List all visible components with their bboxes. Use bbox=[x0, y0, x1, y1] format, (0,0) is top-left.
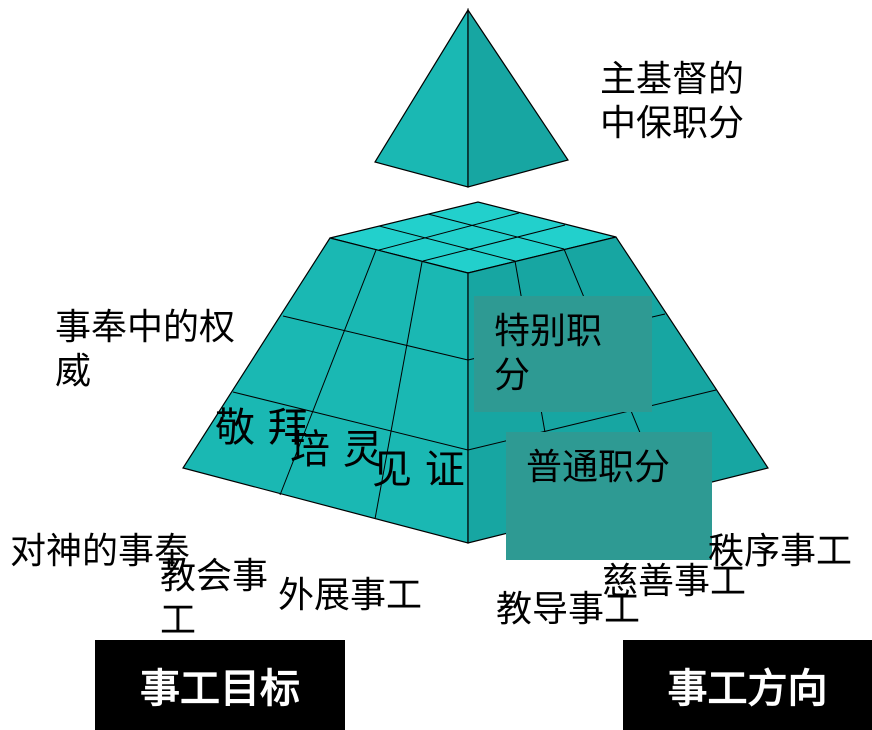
authority-label: 事奉中的权威 bbox=[55, 307, 236, 392]
direction-banner: 事工方向 bbox=[623, 640, 872, 730]
serve-god-label: 对神的事奉 bbox=[10, 531, 191, 572]
church-work-label: 教会事工 bbox=[160, 556, 269, 641]
worship-label: 敬 拜 bbox=[215, 405, 308, 451]
order-label: 秩序事工 bbox=[708, 531, 853, 572]
charity-label: 慈善事工 bbox=[602, 561, 747, 602]
apex-label: 主基督的中保职分 bbox=[600, 59, 745, 144]
apex-pyramid bbox=[374, 7, 569, 188]
teaching-label: 教导事工 bbox=[496, 589, 641, 630]
nurture-label: 培 灵 bbox=[290, 427, 383, 473]
goals-banner: 事工目标 bbox=[95, 640, 345, 730]
general-office-box: 普通职分 bbox=[506, 432, 712, 560]
special-office-box: 特别职分 bbox=[474, 296, 652, 412]
witness-label: 见 证 bbox=[372, 447, 465, 493]
outreach-label: 外展事工 bbox=[278, 575, 423, 616]
